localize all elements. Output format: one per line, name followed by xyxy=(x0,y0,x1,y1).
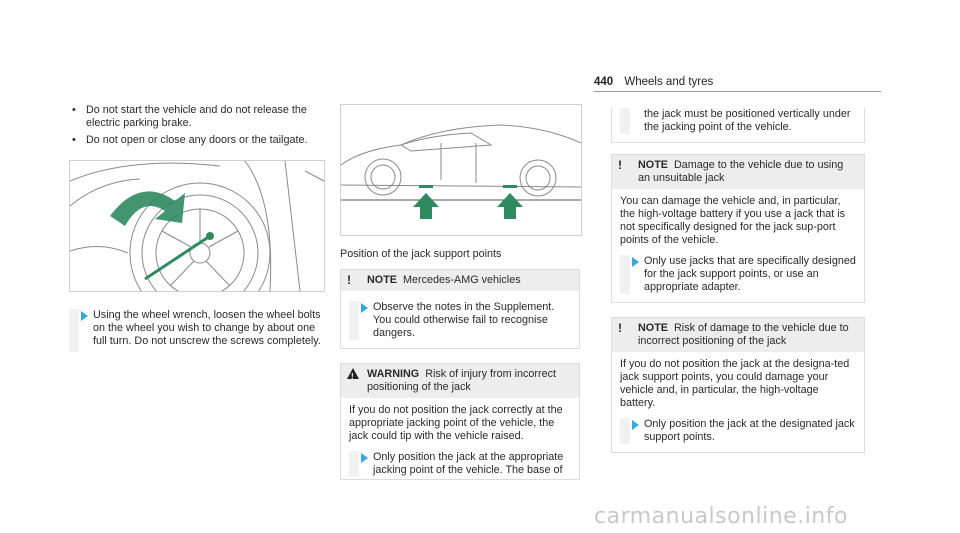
warning-header: WARNING Risk of injury from incorrect po… xyxy=(341,364,579,398)
note-keyword: NOTE xyxy=(638,159,668,171)
figure-caption: Position of the jack support points xyxy=(340,248,502,260)
note-header: ! NOTE Mercedes-AMG vehicles xyxy=(341,270,579,291)
note-box-amg: ! NOTE Mercedes-AMG vehicles Observe the… xyxy=(340,269,580,349)
instruction-step: Only position the jack at the appropriat… xyxy=(349,451,571,477)
note-header: ! NOTE Risk of damage to the vehicle due… xyxy=(612,318,864,352)
note-title: Damage to the vehicle due to using an un… xyxy=(638,159,844,184)
note-box-unsuitable-jack: ! NOTE Damage to the vehicle due to usin… xyxy=(611,154,865,303)
note-title: Mercedes-AMG vehicles xyxy=(403,274,521,286)
exclamation-icon: ! xyxy=(618,321,622,335)
exclamation-icon: ! xyxy=(347,273,351,287)
instruction-step: Only use jacks that are specifically des… xyxy=(620,255,856,294)
watermark-text: carmanualsonline.info xyxy=(594,504,848,529)
instruction-step: Observe the notes in the Supplement. You… xyxy=(349,301,571,340)
note-keyword: NOTE xyxy=(638,322,668,334)
wheel-wrench-drawing xyxy=(70,161,324,291)
column-3: the jack must be positioned vertically u… xyxy=(611,104,865,453)
step-arrow-icon xyxy=(632,257,639,267)
note-header: ! NOTE Damage to the vehicle due to usin… xyxy=(612,155,864,189)
page-header: 440 Wheels and tyres xyxy=(594,76,713,88)
note-body: You can damage the vehicle and, in parti… xyxy=(620,195,846,246)
note-keyword: NOTE xyxy=(367,274,397,286)
instruction-step: Only position the jack at the designated… xyxy=(620,418,856,444)
wheel-wrench-illustration xyxy=(69,160,325,292)
section-title: Wheels and tyres xyxy=(624,76,714,88)
instruction-step: Using the wheel wrench, loosen the wheel… xyxy=(69,309,323,352)
bullet-dot-icon: • xyxy=(72,134,76,146)
warning-body: If you do not position the jack correctl… xyxy=(349,404,563,442)
warning-triangle-icon xyxy=(347,368,359,383)
note-title: Risk of damage to the vehicle due to inc… xyxy=(638,322,849,347)
jack-points-illustration xyxy=(340,104,582,236)
column-1: • Do not start the vehicle and do not re… xyxy=(69,104,325,352)
note-box-incorrect-position: ! NOTE Risk of damage to the vehicle due… xyxy=(611,317,865,453)
step-arrow-icon xyxy=(632,420,639,430)
exclamation-icon: ! xyxy=(618,158,622,172)
instruction-step-continued: the jack must be positioned vertically u… xyxy=(620,108,856,134)
warning-keyword: WARNING xyxy=(367,368,420,380)
bullet-item: • Do not open or close any doors or the … xyxy=(72,134,308,146)
note-body: If you do not position the jack at the d… xyxy=(620,358,850,409)
jack-points-drawing xyxy=(341,124,581,219)
warning-box: WARNING Risk of injury from incorrect po… xyxy=(340,363,580,480)
header-divider xyxy=(594,91,881,92)
column-2: Position of the jack support points ! NO… xyxy=(340,104,582,480)
warning-title: Risk of injury from incorrect positionin… xyxy=(367,368,556,393)
step-arrow-icon xyxy=(361,303,368,313)
step-arrow-icon xyxy=(81,311,88,321)
step-arrow-icon xyxy=(361,453,368,463)
bullet-item: • Do not start the vehicle and do not re… xyxy=(72,104,307,129)
page-number: 440 xyxy=(594,76,614,88)
bullet-dot-icon: • xyxy=(72,104,76,116)
warning-continued-box: the jack must be positioned vertically u… xyxy=(611,108,865,143)
